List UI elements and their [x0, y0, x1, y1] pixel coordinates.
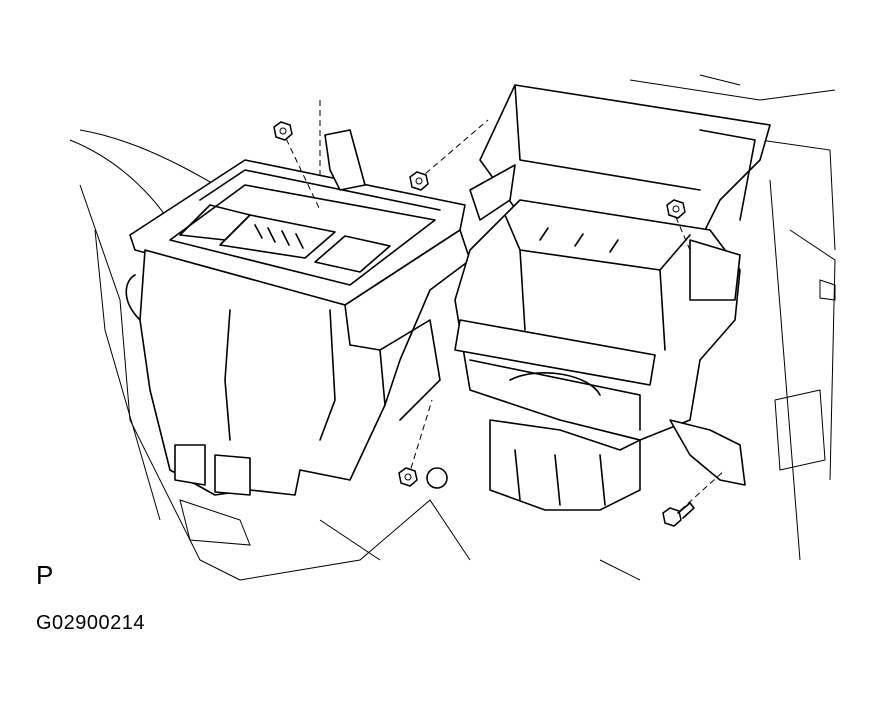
heater-unit — [125, 129, 471, 496]
blower-unit — [454, 84, 771, 511]
nut-icon — [398, 467, 418, 487]
fasteners — [273, 100, 726, 527]
nut-icon — [273, 121, 293, 141]
figure-code: G02900214 — [36, 612, 146, 634]
vehicle-body-outline — [69, 74, 836, 581]
bolt-icon — [662, 502, 695, 527]
view-letter: P — [36, 560, 54, 590]
nut-icon — [409, 171, 429, 191]
nut-icon — [666, 199, 686, 219]
